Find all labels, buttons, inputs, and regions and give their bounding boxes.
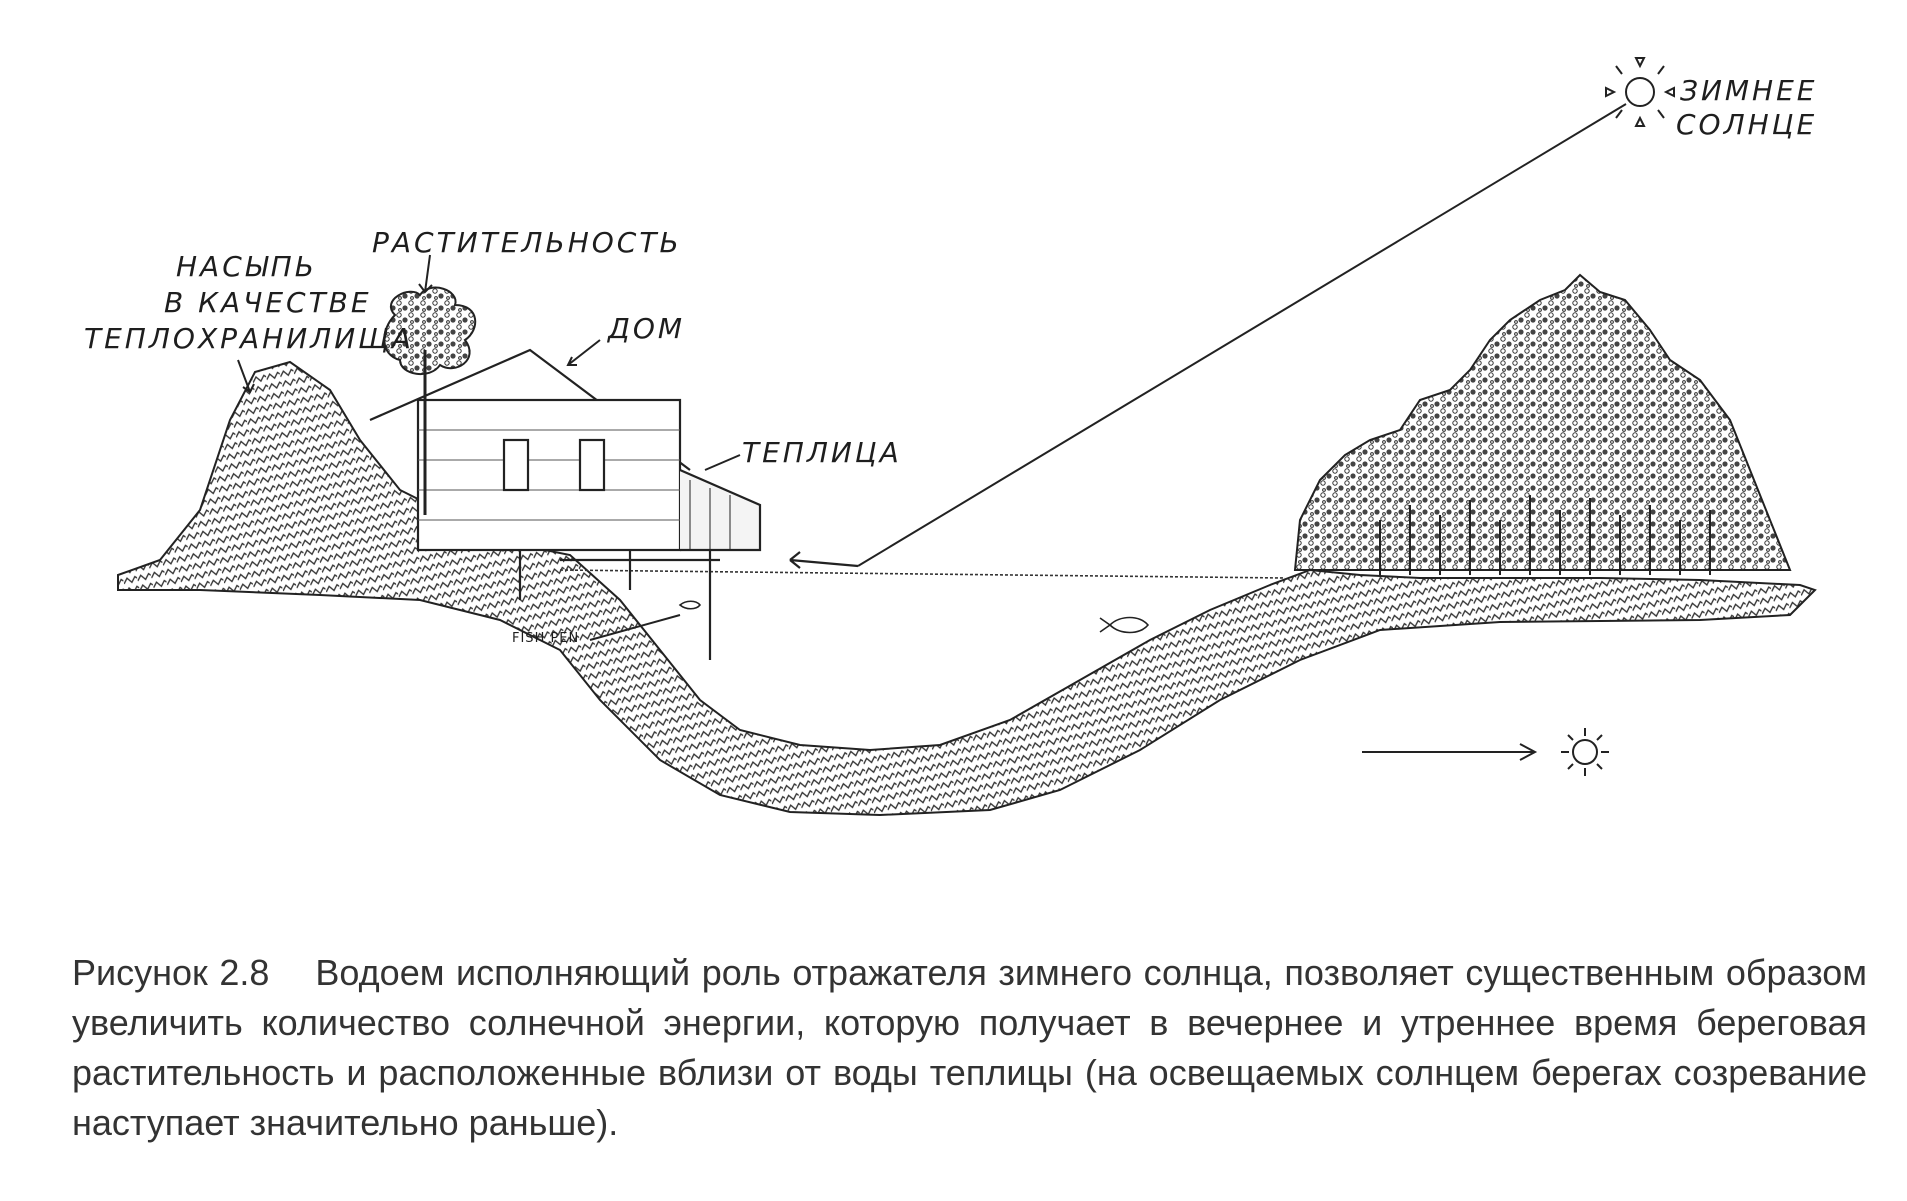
winter-sun-label-line1: ЗИМНЕЕ [1680, 74, 1818, 107]
forest-icon [1293, 273, 1792, 575]
berm-label-line1: НАСЫПЬ [176, 250, 317, 283]
reflection-arrow [789, 551, 859, 569]
fish-pen-label: FISH PEN [512, 631, 579, 646]
fish-icon [678, 600, 1150, 634]
vegetation-label: РАСТИТЕЛЬНОСТЬ [372, 226, 682, 259]
figure-number: Рисунок 2.8 [72, 952, 270, 993]
house-icon [369, 348, 762, 660]
sun-ray [857, 103, 1627, 567]
winter-sun-icon [1605, 57, 1675, 127]
caption-text: Водоем исполняющий роль отражателя зимне… [72, 952, 1867, 1143]
berm-label-line3: ТЕПЛОХРАНИЛИЩА [84, 322, 414, 355]
label-arrows [237, 254, 741, 641]
water-surface [559, 569, 1286, 579]
greenhouse-label: ТЕПЛИЦА [742, 436, 902, 469]
berm-label-line2: В КАЧЕСТВЕ [164, 286, 372, 319]
tree-icon [383, 286, 477, 515]
rising-sun-icon [1362, 728, 1609, 776]
house-label: ДОМ [606, 312, 685, 345]
pond-reflector-sketch: ЗИМНЕЕ СОЛНЦЕ РАСТИТЕЛЬНОСТЬ НАСЫПЬ В КА… [84, 57, 1818, 817]
winter-sun-label-line2: СОЛНЦЕ [1676, 108, 1817, 141]
